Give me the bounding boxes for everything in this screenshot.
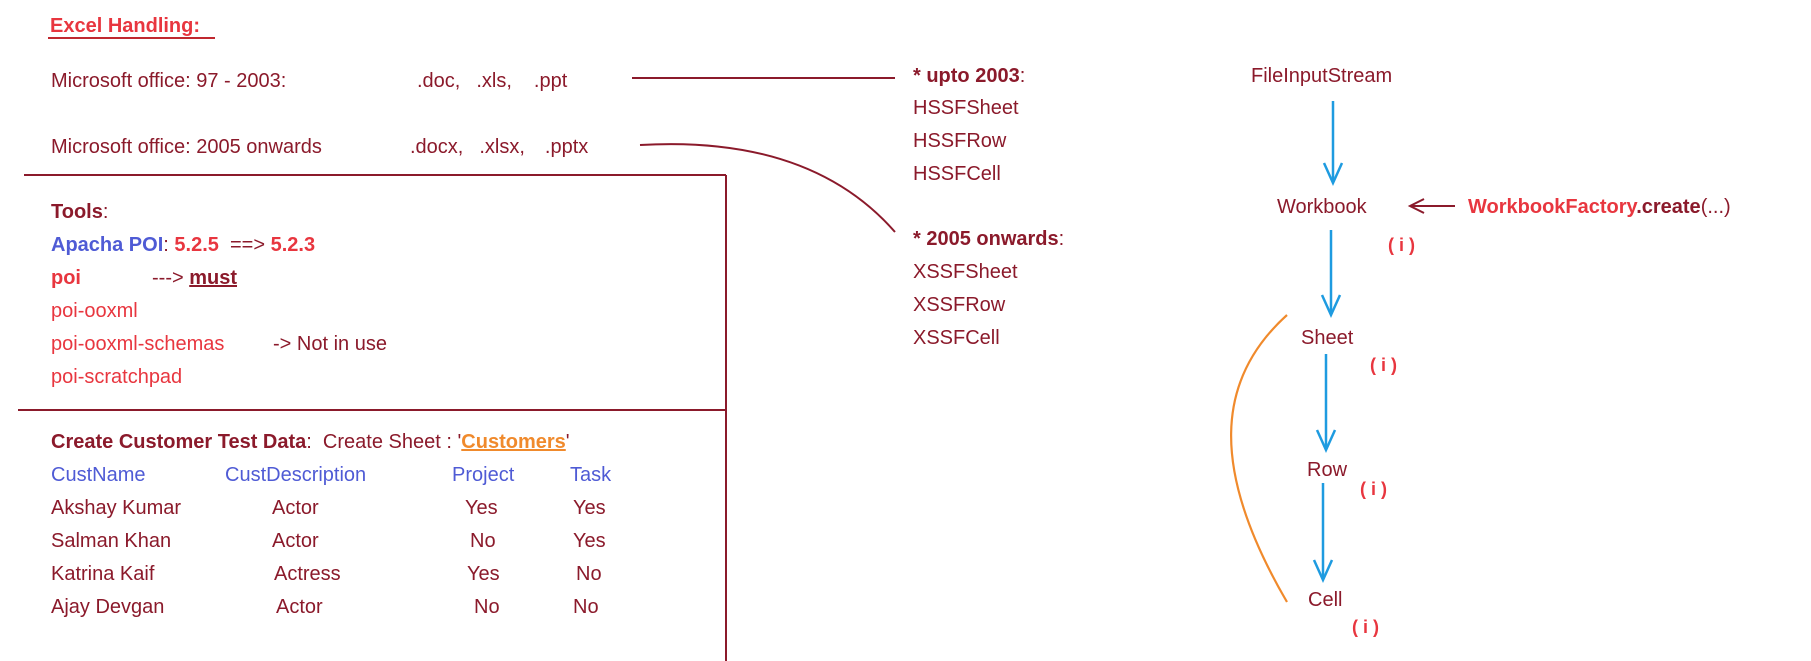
column-header-task: Task: [570, 464, 612, 486]
flow-arrows: [1312, 101, 1344, 584]
office-old-label: Microsoft office: 97 - 2003:: [51, 70, 287, 92]
cell-project: Yes: [465, 497, 498, 519]
cell-description: Actress: [274, 563, 341, 585]
interface-marker-cell: ( i ): [1352, 617, 1379, 637]
node-cell: Cell: [1308, 589, 1343, 611]
interface-marker-workbook: ( i ): [1388, 235, 1415, 255]
interface-marker-row: ( i ): [1360, 479, 1387, 499]
tools-heading: Tools:: [51, 201, 109, 223]
cell-task: Yes: [573, 530, 606, 552]
orange-bracket-curve: [1230, 314, 1288, 603]
cell-name: Salman Khan: [51, 530, 172, 552]
node-workbook: Workbook: [1277, 196, 1367, 218]
office-new-label: Microsoft office: 2005 onwards: [51, 136, 322, 158]
node-fileinputstream: FileInputStream: [1251, 65, 1393, 87]
page-title: Excel Handling:: [50, 15, 201, 37]
cell-name: Katrina Kaif: [51, 563, 155, 585]
node-sheet: Sheet: [1301, 327, 1354, 349]
office-line-old: Microsoft office: 97 - 2003:: [51, 71, 286, 91]
cell-description: Actor: [276, 596, 323, 618]
cell-task: Yes: [573, 497, 606, 519]
cell-project: No: [474, 596, 500, 618]
poi-note: ---> must: [152, 267, 238, 289]
cell-description: Actor: [272, 497, 319, 519]
new-class-row: XSSFRow: [913, 294, 1006, 316]
tool-item-scratchpad: poi-scratchpad: [51, 366, 183, 388]
factory-arrow: [1407, 198, 1455, 214]
tool-item-schemas: poi-ooxml-schemas: [51, 333, 225, 355]
poi-line: poi: [51, 267, 81, 289]
cell-name: Ajay Devgan: [51, 596, 165, 618]
cell-name: Akshay Kumar: [51, 497, 182, 519]
old-format-heading: * upto 2003:: [913, 65, 1026, 87]
new-format-heading: * 2005 onwards:: [913, 228, 1065, 250]
node-row: Row: [1307, 459, 1348, 481]
new-class-cell: XSSFCell: [913, 327, 1000, 349]
new-class-sheet: XSSFSheet: [913, 261, 1018, 283]
old-class-sheet: HSSFSheet: [913, 97, 1019, 119]
column-header-project: Project: [452, 464, 515, 486]
apache-poi-line: Apacha POI: 5.2.5 ==> 5.2.3: [51, 234, 316, 256]
cell-description: Actor: [272, 530, 319, 552]
customer-data-heading: Create Customer Test Data: Create Sheet …: [51, 431, 570, 453]
office-new-exts: .docx,.xlsx,.pptx: [410, 136, 589, 158]
column-header-custdescription: CustDescription: [225, 464, 367, 486]
factory-create: WorkbookFactory.create(...): [1468, 196, 1731, 218]
cell-task: No: [573, 596, 599, 618]
cell-task: No: [576, 563, 602, 585]
old-class-cell: HSSFCell: [913, 163, 1001, 185]
old-class-row: HSSFRow: [913, 130, 1007, 152]
interface-marker-sheet: ( i ): [1370, 355, 1397, 375]
tool-item-ooxml: poi-ooxml: [51, 300, 138, 322]
office-line-new: Microsoft office: 2005 onwards: [51, 137, 322, 157]
connector-new-format: [639, 143, 896, 233]
office-old-exts: .doc,.xls,.ppt: [417, 70, 568, 92]
cell-project: No: [470, 530, 496, 552]
schemas-note: -> Not in use: [273, 333, 387, 355]
cell-project: Yes: [467, 563, 500, 585]
column-header-custname: CustName: [51, 464, 146, 486]
